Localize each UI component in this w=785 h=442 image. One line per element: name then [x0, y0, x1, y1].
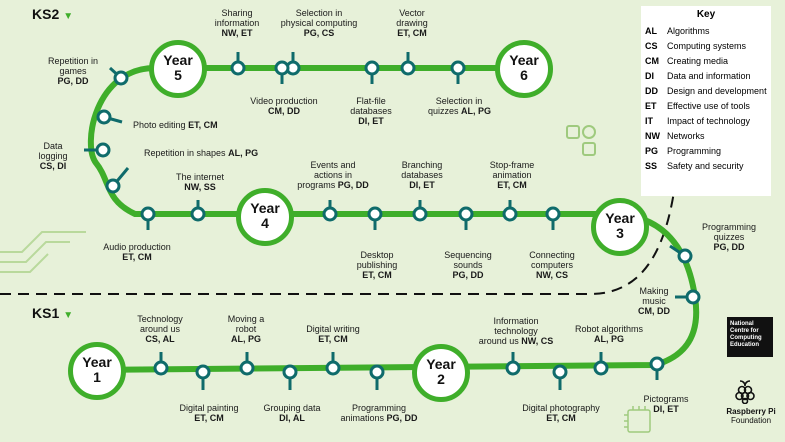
unit-stops: [84, 52, 701, 390]
unit-stop: [274, 60, 290, 76]
raspberry-icon: [735, 380, 755, 404]
unit-stop: [322, 206, 338, 222]
chip-icon: [624, 406, 651, 433]
unit-stop: [153, 360, 169, 376]
unit-stop: [649, 356, 665, 372]
circuit-trace: [0, 253, 49, 273]
raspberry-pi-foundation-logo: Raspberry Pi Foundation: [726, 407, 776, 425]
unit-stop: [677, 248, 693, 264]
unit-stop: [95, 142, 111, 158]
ks2-title: KS2▼: [32, 6, 74, 22]
unit-stop: [239, 360, 255, 376]
unit-stop: [140, 206, 156, 222]
unit-stop: [369, 364, 385, 380]
unit-stop: [458, 206, 474, 222]
key-title: Key: [696, 9, 716, 20]
circuit-trace: [0, 231, 86, 253]
unit-stop: [502, 206, 518, 222]
unit-stop: [325, 360, 341, 376]
unit-label: Repetition in shapes AL, PG: [144, 148, 259, 158]
ks1-title: KS1▼: [32, 305, 74, 321]
unit-stop: [412, 206, 428, 222]
blocks-icon: [566, 125, 596, 156]
unit-stop: [552, 364, 568, 380]
unit-stop: [96, 109, 112, 125]
key-stage-divider: [0, 184, 676, 295]
unit-stop: [545, 206, 561, 222]
unit-stop: [450, 60, 466, 76]
unit-stop: [105, 178, 121, 194]
unit-stop: [400, 60, 416, 76]
unit-stop: [113, 70, 129, 86]
unit-stop: [685, 289, 701, 305]
unit-stop: [190, 206, 206, 222]
unit-stop: [367, 206, 383, 222]
unit-stop: [195, 364, 211, 380]
unit-stop: [505, 360, 521, 376]
unit-stop: [282, 364, 298, 380]
circuit-trace: [0, 241, 70, 263]
unit-stop: [364, 60, 380, 76]
unit-stop: [230, 60, 246, 76]
unit-label: Photo editing ET, CM: [133, 120, 218, 130]
unit-stop: [593, 360, 609, 376]
